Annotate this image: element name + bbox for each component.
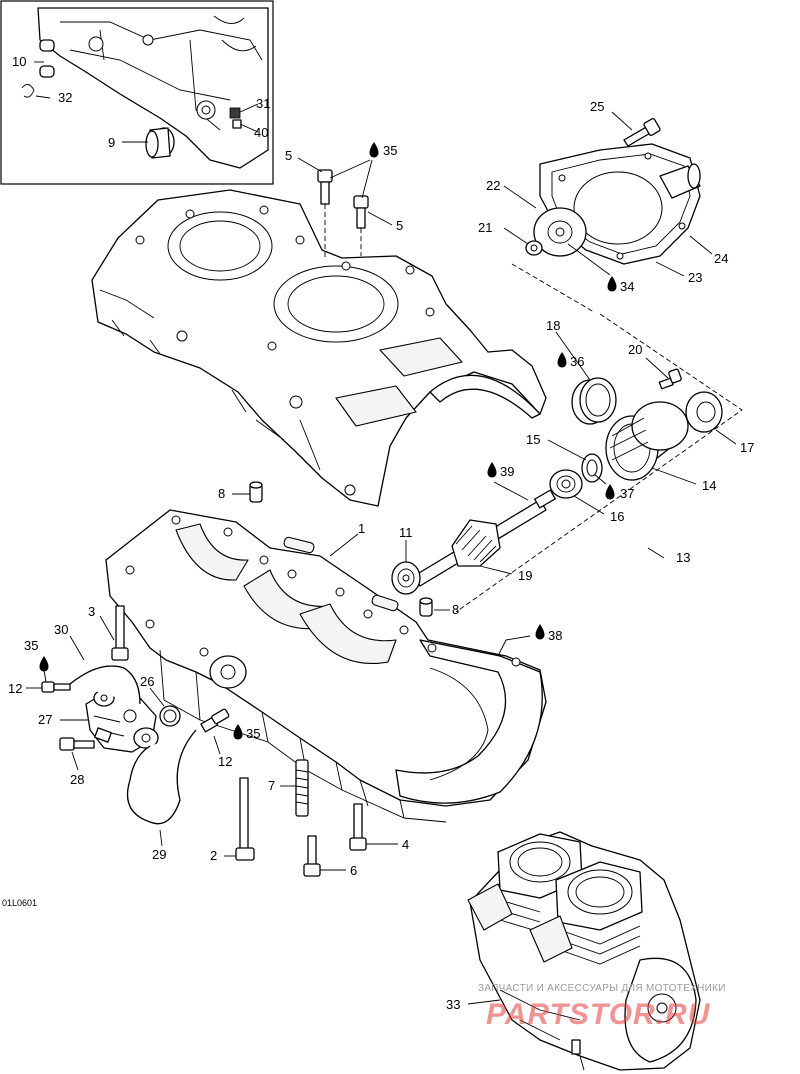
callout-17: 17 bbox=[740, 440, 754, 455]
watermark: ЗАПЧАСТИ И АКСЕССУАРЫ ДЛЯ МОТОТЕХНИКИ PA… bbox=[478, 983, 726, 1031]
watermark-logo: PARTSTOR.RU bbox=[486, 998, 711, 1031]
oil-pump bbox=[85, 689, 159, 753]
watermark-tagline: ЗАПЧАСТИ И АКСЕССУАРЫ ДЛЯ МОТОТЕХНИКИ bbox=[478, 983, 726, 994]
lubricant-drop-icon bbox=[607, 276, 617, 292]
lubricant-drop-icon bbox=[605, 484, 615, 500]
callout-3: 3 bbox=[88, 604, 95, 619]
callout-19: 19 bbox=[518, 568, 532, 583]
part-17-cover bbox=[685, 391, 723, 433]
callout-35a: 35 bbox=[383, 143, 397, 158]
part-16-bearing bbox=[549, 469, 583, 499]
part-6-bolt bbox=[303, 835, 321, 877]
part-18-seal bbox=[571, 377, 617, 425]
callout-12b: 12 bbox=[218, 754, 232, 769]
callout-2: 2 bbox=[210, 848, 217, 863]
figure-code: 01L0601 bbox=[2, 898, 37, 908]
callout-22: 22 bbox=[486, 178, 500, 193]
callout-30: 30 bbox=[54, 622, 68, 637]
part-4-bolt bbox=[349, 803, 367, 851]
callout-5a: 5 bbox=[285, 148, 292, 163]
part-33-engine-assembly bbox=[467, 831, 701, 1071]
part-7-stud bbox=[295, 759, 309, 817]
upper-crankcase bbox=[91, 189, 547, 507]
callout-37: 37 bbox=[620, 486, 634, 501]
callout-8a: 8 bbox=[218, 486, 225, 501]
lubricant-drop-icon bbox=[535, 624, 545, 640]
callout-7: 7 bbox=[268, 778, 275, 793]
callout-25: 25 bbox=[590, 99, 604, 114]
part-25-bolt bbox=[623, 118, 661, 147]
part-2-bolt bbox=[235, 777, 255, 861]
part-12-fitting-a bbox=[41, 681, 71, 693]
callout-32: 32 bbox=[58, 90, 72, 105]
callout-29: 29 bbox=[152, 847, 166, 862]
part-19-shaft bbox=[413, 489, 556, 587]
part-12-fitting-b bbox=[200, 708, 230, 733]
lubricant-drop-icon bbox=[39, 656, 49, 672]
callout-10: 10 bbox=[12, 54, 26, 69]
part-28-bolt bbox=[59, 737, 95, 751]
detail-inset: 10 32 9 31 40 bbox=[0, 0, 274, 185]
part-11-bearing bbox=[391, 561, 421, 595]
callout-39: 39 bbox=[500, 464, 514, 479]
part-5-bolt-b bbox=[353, 195, 369, 256]
callout-38: 38 bbox=[548, 628, 562, 643]
callout-5b: 5 bbox=[396, 218, 403, 233]
callout-6: 6 bbox=[350, 863, 357, 878]
part-14-housing bbox=[605, 401, 689, 481]
callout-13: 13 bbox=[676, 550, 690, 565]
part-15-ring bbox=[581, 453, 603, 483]
callout-20: 20 bbox=[628, 342, 642, 357]
callout-35c: 35 bbox=[246, 726, 260, 741]
callout-8b: 8 bbox=[452, 602, 459, 617]
lubricant-drop-icon bbox=[233, 724, 243, 740]
callout-36: 36 bbox=[570, 354, 584, 369]
callout-33: 33 bbox=[446, 997, 460, 1012]
callout-35b: 35 bbox=[24, 638, 38, 653]
callout-18: 18 bbox=[546, 318, 560, 333]
callout-24: 24 bbox=[714, 251, 728, 266]
callout-26: 26 bbox=[140, 674, 154, 689]
callout-21: 21 bbox=[478, 220, 492, 235]
part-5-bolt-a bbox=[317, 169, 333, 258]
water-pump-housing bbox=[525, 143, 701, 265]
callout-11: 11 bbox=[399, 525, 413, 540]
part-20-screw bbox=[658, 368, 682, 390]
part-9-grommet bbox=[145, 127, 175, 159]
callout-9: 9 bbox=[108, 135, 115, 150]
callout-23: 23 bbox=[688, 270, 702, 285]
lower-crankcase bbox=[105, 509, 547, 823]
callout-15: 15 bbox=[526, 432, 540, 447]
lubricant-drop-icon bbox=[369, 142, 379, 158]
callout-34: 34 bbox=[620, 279, 634, 294]
part-8-dowel-a bbox=[249, 481, 263, 503]
callout-4: 4 bbox=[402, 837, 409, 852]
callout-12a: 12 bbox=[8, 681, 22, 696]
callout-27: 27 bbox=[38, 712, 52, 727]
callout-1: 1 bbox=[358, 521, 365, 536]
callout-28: 28 bbox=[70, 772, 84, 787]
part-3-bolt bbox=[111, 605, 129, 661]
lubricant-drop-icon bbox=[557, 352, 567, 368]
callout-16: 16 bbox=[610, 509, 624, 524]
lubricant-drop-icon bbox=[487, 462, 497, 478]
callout-14: 14 bbox=[702, 478, 716, 493]
part-8-dowel-b bbox=[419, 597, 433, 617]
callout-31: 31 bbox=[256, 96, 270, 111]
callout-40: 40 bbox=[254, 125, 268, 140]
